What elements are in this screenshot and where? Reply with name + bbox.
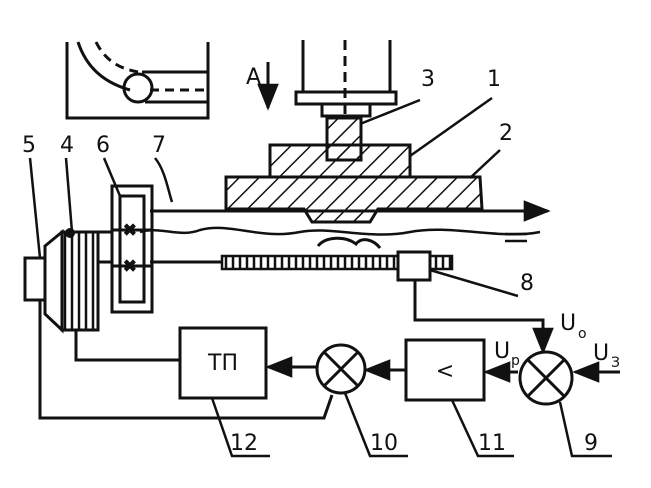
workpiece <box>268 143 412 179</box>
summing-junction-icon <box>518 350 574 406</box>
view-arrow-a: A <box>246 62 279 111</box>
base-wavy-line <box>139 226 541 236</box>
summing-junction-icon <box>315 343 367 395</box>
signal-uz: U З <box>593 341 620 371</box>
svg-text:З: З <box>611 355 620 371</box>
signal-uo: U o <box>560 311 587 342</box>
amplifier-block <box>404 338 486 402</box>
svg-text:×: × <box>124 222 136 238</box>
svg-text:×: × <box>124 258 136 274</box>
svg-text:A: A <box>246 65 261 90</box>
inset-view-a <box>65 41 210 120</box>
position-sensor <box>396 250 432 282</box>
svg-text:U: U <box>560 311 576 336</box>
break-mark-icon <box>505 232 527 243</box>
svg-text:U: U <box>593 341 609 366</box>
svg-text:p: p <box>511 353 520 369</box>
label-3: 3 <box>421 67 435 92</box>
thyristor-converter-block <box>178 326 268 400</box>
label-12: 12 <box>230 431 258 456</box>
label-6: 6 <box>96 133 110 158</box>
label-5: 5 <box>22 133 36 158</box>
gearbox: × × <box>96 184 154 314</box>
label-10: 10 <box>370 431 398 456</box>
label-8: 8 <box>520 271 534 296</box>
label-2: 2 <box>499 121 513 146</box>
spindle-head <box>294 40 398 118</box>
label-1: 1 <box>487 67 501 92</box>
thyristor-converter-label: ТП <box>207 351 238 376</box>
svg-text:U: U <box>494 339 510 364</box>
signal-up: U p <box>494 339 520 369</box>
label-7: 7 <box>152 133 166 158</box>
bottom-leaders <box>210 392 612 458</box>
machine-table <box>224 175 484 224</box>
control-wiring <box>38 280 620 420</box>
amplifier-label: < <box>436 359 454 384</box>
feed-motor <box>23 228 100 334</box>
label-4: 4 <box>60 133 74 158</box>
svg-text:o: o <box>578 326 587 342</box>
label-9: 9 <box>584 431 598 456</box>
part-numbers: 3 1 2 5 4 6 7 8 12 10 11 9 <box>22 67 598 456</box>
leader-lines <box>28 96 519 298</box>
ball-screw <box>150 236 454 271</box>
label-11: 11 <box>478 431 506 456</box>
